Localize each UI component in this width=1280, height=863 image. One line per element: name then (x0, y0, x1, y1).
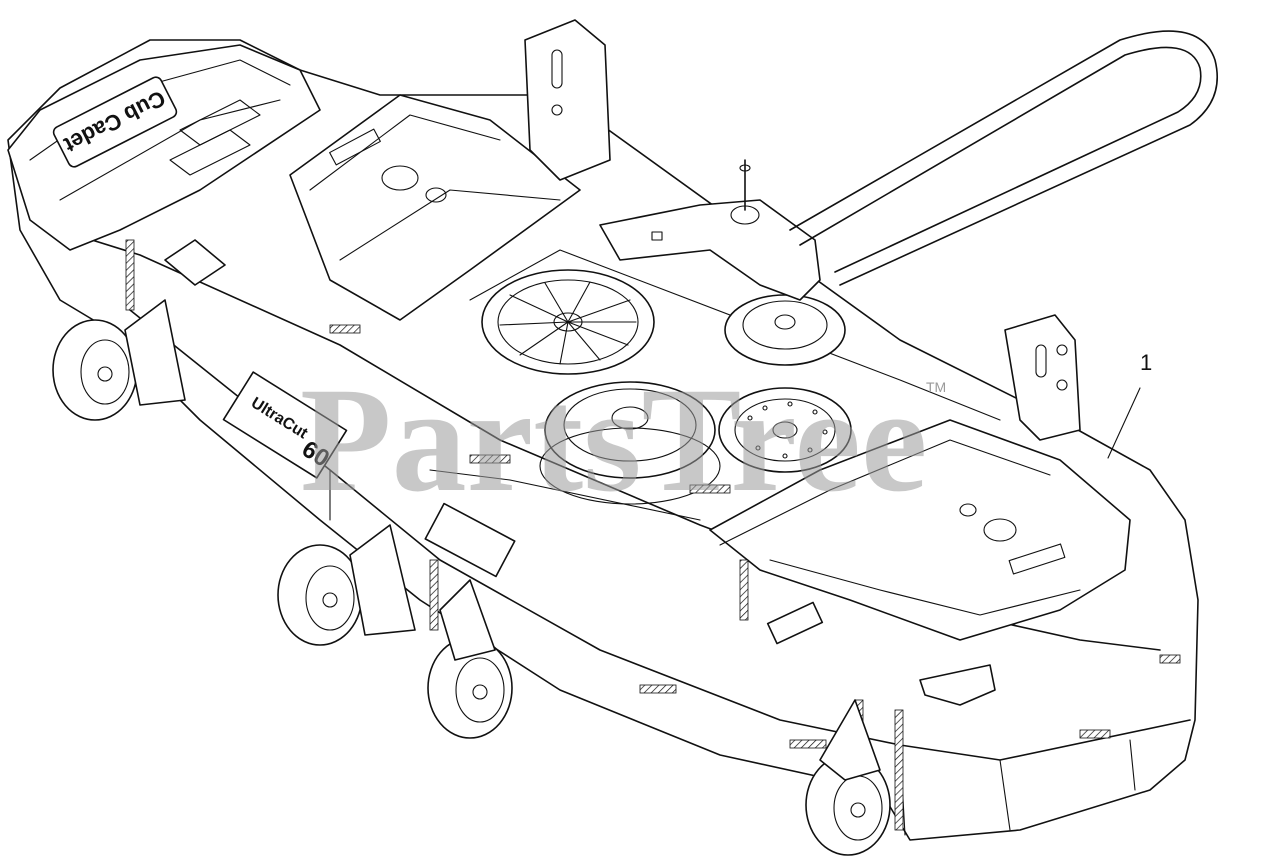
svg-text:PartsTree: PartsTree (300, 357, 927, 523)
left-hood: Cub Cadet (7, 44, 321, 251)
idler-arm (599, 159, 821, 301)
deck-size-decal: UltraCut 60 (222, 371, 348, 479)
watermark: PartsTree TM (300, 357, 946, 523)
wheel-front-left (52, 299, 186, 421)
right-pulley-cover (709, 419, 1131, 641)
warning-decal-left (164, 239, 226, 286)
warning-label-center (424, 502, 516, 578)
wheel-right-front (805, 699, 891, 856)
callout-1-label: 1 (1140, 350, 1152, 375)
wheel-left-mid (277, 524, 416, 646)
danger-decal-right (919, 664, 996, 706)
pulley-right (718, 387, 852, 473)
pulley-center (539, 381, 721, 505)
pulley-left (481, 269, 655, 375)
svg-text:TM: TM (926, 379, 946, 395)
left-pulley-cover (289, 94, 581, 321)
wheel-center-front (427, 579, 513, 739)
rear-bracket-right (1004, 314, 1081, 441)
drive-belt (789, 30, 1219, 286)
pulley-rear (724, 294, 846, 366)
rear-bracket-left (524, 19, 611, 181)
warning-label-right (766, 601, 824, 645)
callout-1: 1 (1107, 350, 1152, 459)
